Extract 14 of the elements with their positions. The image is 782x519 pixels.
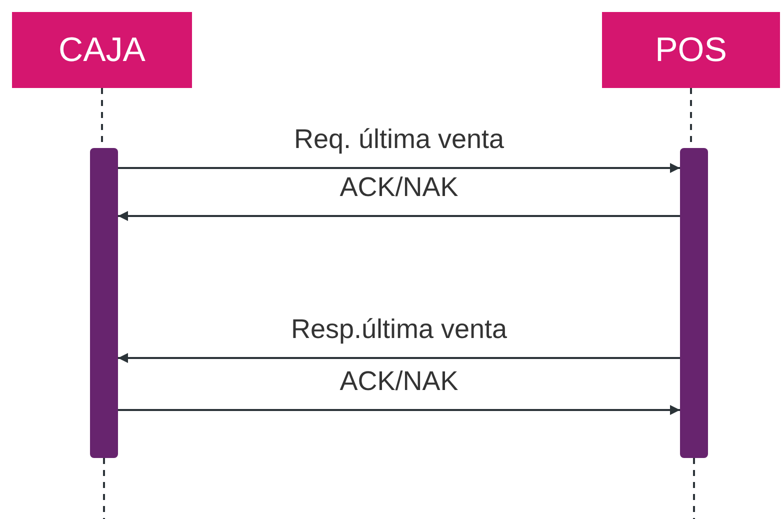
edge-label: Resp.última venta <box>290 316 508 343</box>
activation-bar <box>90 148 118 458</box>
message-arrow <box>118 163 680 173</box>
lifeline <box>103 458 105 519</box>
edge-label: Req. última venta <box>294 126 504 153</box>
message-arrow <box>118 353 680 363</box>
edge-label: ACK/NAK <box>340 174 458 201</box>
participant-box: POS <box>602 12 780 88</box>
activation-bar <box>680 148 708 458</box>
lifeline <box>693 458 695 519</box>
message-arrow <box>118 211 680 221</box>
edge-label: ACK/NAK <box>340 368 458 395</box>
participant-box: CAJA <box>12 12 192 88</box>
message-arrow <box>118 405 680 415</box>
